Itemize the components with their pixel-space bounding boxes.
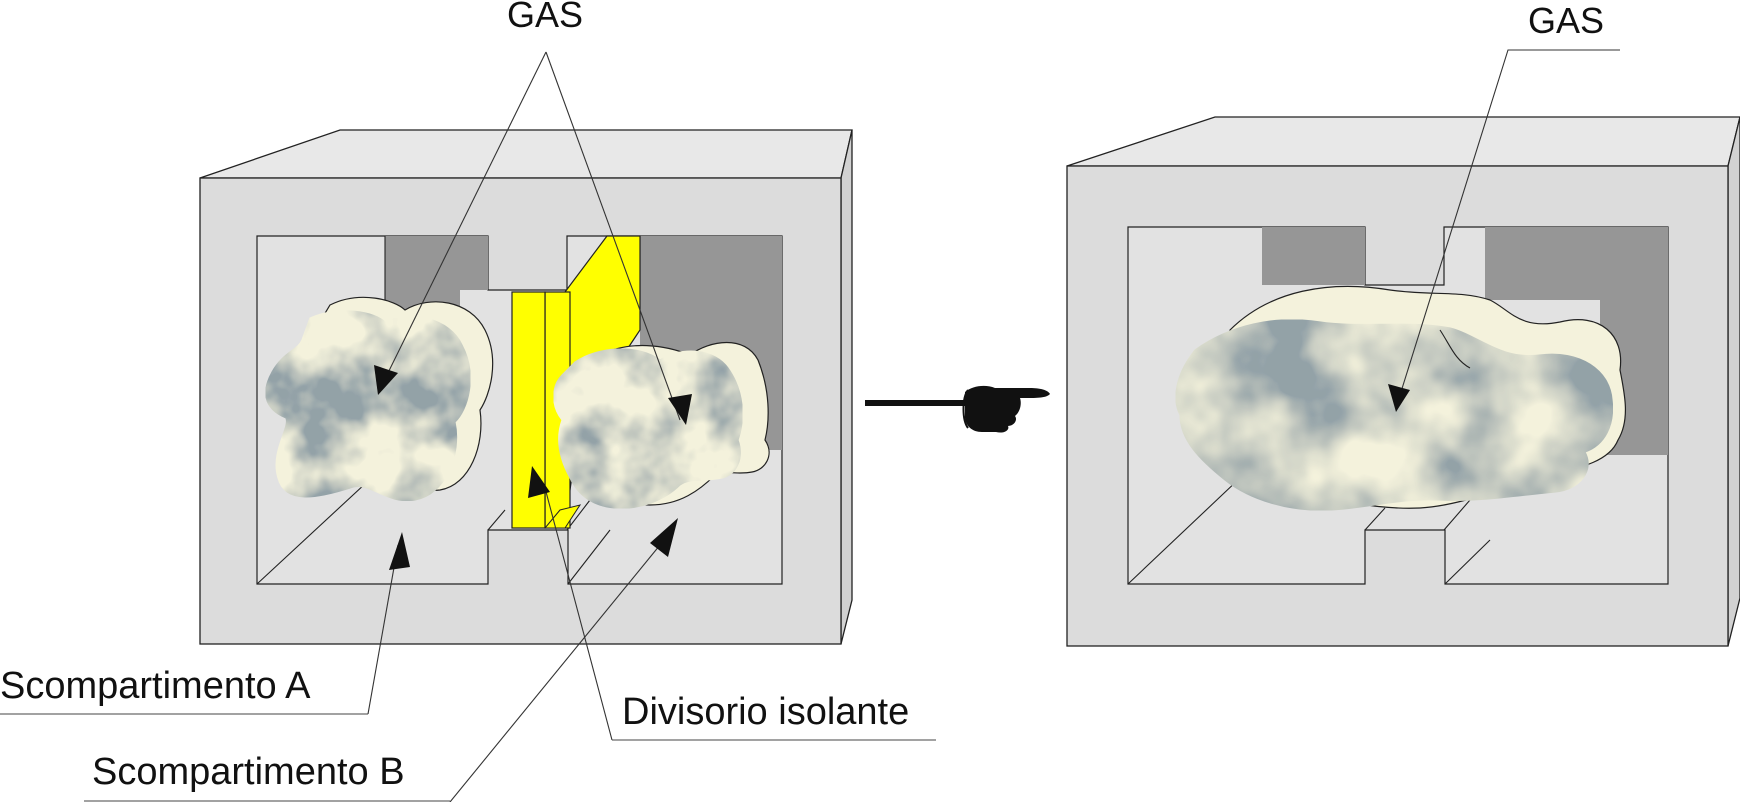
right-back-wall-a <box>1262 227 1365 330</box>
label-partition: Divisorio isolante <box>622 691 909 733</box>
right-box-side-face <box>1727 116 1740 647</box>
pointing-hand-icon <box>865 385 1050 433</box>
arrow-compartment-a <box>389 532 410 570</box>
left-box-top-face <box>199 129 853 179</box>
left-container-box <box>199 51 853 802</box>
gas-cloud-a <box>265 296 494 502</box>
right-box-top-face <box>1066 116 1740 167</box>
arrow-compartment-b <box>650 518 678 557</box>
label-compartment-a: Scompartimento A <box>0 665 311 707</box>
label-gas-left: GAS <box>507 0 583 35</box>
gas-cloud-b <box>553 341 770 509</box>
arrow-gas-b <box>668 394 692 425</box>
right-container-box <box>1066 49 1740 647</box>
label-gas-right: GAS <box>1528 0 1604 41</box>
arrow-gas-a <box>374 365 398 395</box>
gas-cloud-mixed <box>1175 285 1627 511</box>
arrow-partition <box>528 466 550 498</box>
label-compartment-b: Scompartimento B <box>92 751 405 793</box>
arrow-gas-mixed <box>1388 384 1410 412</box>
left-box-side-face <box>840 129 853 645</box>
